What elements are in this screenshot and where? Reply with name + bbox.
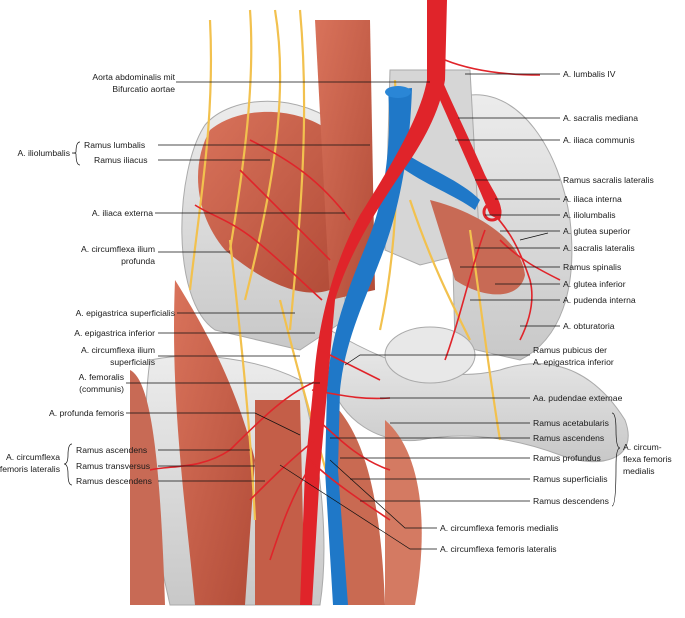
label-ramus-iliacus: Ramus iliacus <box>94 155 148 165</box>
nerves <box>188 9 502 521</box>
label-pudendae-externae: Aa. pudendae externae <box>533 393 623 403</box>
label-circ-femoris-lateralis-group-line2: femoris lateralis <box>0 464 60 474</box>
label-med-ramus-acetabularis: Ramus acetabularis <box>533 418 609 428</box>
label-med-ramus-descendens: Ramus descendens <box>533 496 609 506</box>
label-ramus-lumbalis: Ramus lumbalis <box>84 140 145 150</box>
label-femoralis-line1: A. femoralis <box>79 372 124 382</box>
label-glutea-superior: A. glutea superior <box>563 226 630 236</box>
label-sacralis-lateralis: A. sacralis lateralis <box>563 243 635 253</box>
label-pubicus-line2: A. epigastrica inferior <box>533 357 614 367</box>
label-right-iliolumbalis: A. iliolumbalis <box>563 210 616 220</box>
label-iliaca-communis: A. iliaca communis <box>563 135 635 145</box>
label-bottom-circ-femoris-lateralis: A. circumflexa femoris lateralis <box>440 544 557 554</box>
leader-lines <box>63 73 621 550</box>
label-pudenda-interna: A. pudenda interna <box>563 295 636 305</box>
arteries <box>149 0 561 605</box>
label-lat-ramus-ascendens: Ramus ascendens <box>76 445 147 455</box>
label-profunda-femoris: A. profunda femoris <box>49 408 124 418</box>
label-sacralis-mediana: A. sacralis mediana <box>563 113 638 123</box>
muscles <box>130 20 525 605</box>
label-lat-ramus-transversus: Ramus transversus <box>76 461 150 471</box>
label-circ-ilium-profunda-line2: profunda <box>121 256 155 266</box>
label-pubicus-line1: Ramus pubicus der <box>533 345 607 355</box>
label-epigastrica-superficialis: A. epigastrica superficialis <box>76 308 175 318</box>
label-iliaca-externa: A. iliaca externa <box>92 208 153 218</box>
label-obturatoria: A. obturatoria <box>563 321 615 331</box>
label-circ-femoris-medialis-group-line3: medialis <box>623 466 655 476</box>
veins <box>325 86 480 605</box>
label-aorta-line1: Aorta abdominalis mit <box>92 72 175 82</box>
label-ramus-sacralis-lateralis: Ramus sacralis lateralis <box>563 175 654 185</box>
label-femoralis-line2: (communis) <box>79 384 124 394</box>
label-aorta-line2: Bifurcatio aortae <box>112 84 175 94</box>
label-med-ramus-ascendens: Ramus ascendens <box>533 433 604 443</box>
label-circ-ilium-profunda-line1: A. circumflexa ilium <box>81 244 155 254</box>
label-med-ramus-superficialis: Ramus superficialis <box>533 474 608 484</box>
label-circ-femoris-medialis-group-line1: A. circum- <box>623 442 662 452</box>
label-lat-ramus-descendens: Ramus descendens <box>76 476 152 486</box>
label-circ-femoris-medialis-group-line2: flexa femoris <box>623 454 672 464</box>
labels: Aorta abdominalis mit Bifurcatio aortae … <box>0 69 672 554</box>
label-med-ramus-profundus: Ramus profundus <box>533 453 601 463</box>
label-iliaca-interna: A. iliaca interna <box>563 194 622 204</box>
label-glutea-inferior: A. glutea inferior <box>563 279 626 289</box>
label-epigastrica-inferior: A. epigastrica inferior <box>74 328 155 338</box>
label-iliolumbalis-group: A. iliolumbalis <box>17 148 70 158</box>
label-circ-femoris-lateralis-group-line1: A. circumflexa <box>6 452 60 462</box>
anatomy-illustration <box>130 0 629 606</box>
label-circ-ilium-superficialis-line1: A. circumflexa ilium <box>81 345 155 355</box>
label-bottom-circ-femoris-medialis: A. circumflexa femoris medialis <box>440 523 558 533</box>
label-ramus-spinalis: Ramus spinalis <box>563 262 621 272</box>
label-circ-ilium-superficialis-line2: superficialis <box>110 357 155 367</box>
label-lumbalis-iv: A. lumbalis IV <box>563 69 616 79</box>
